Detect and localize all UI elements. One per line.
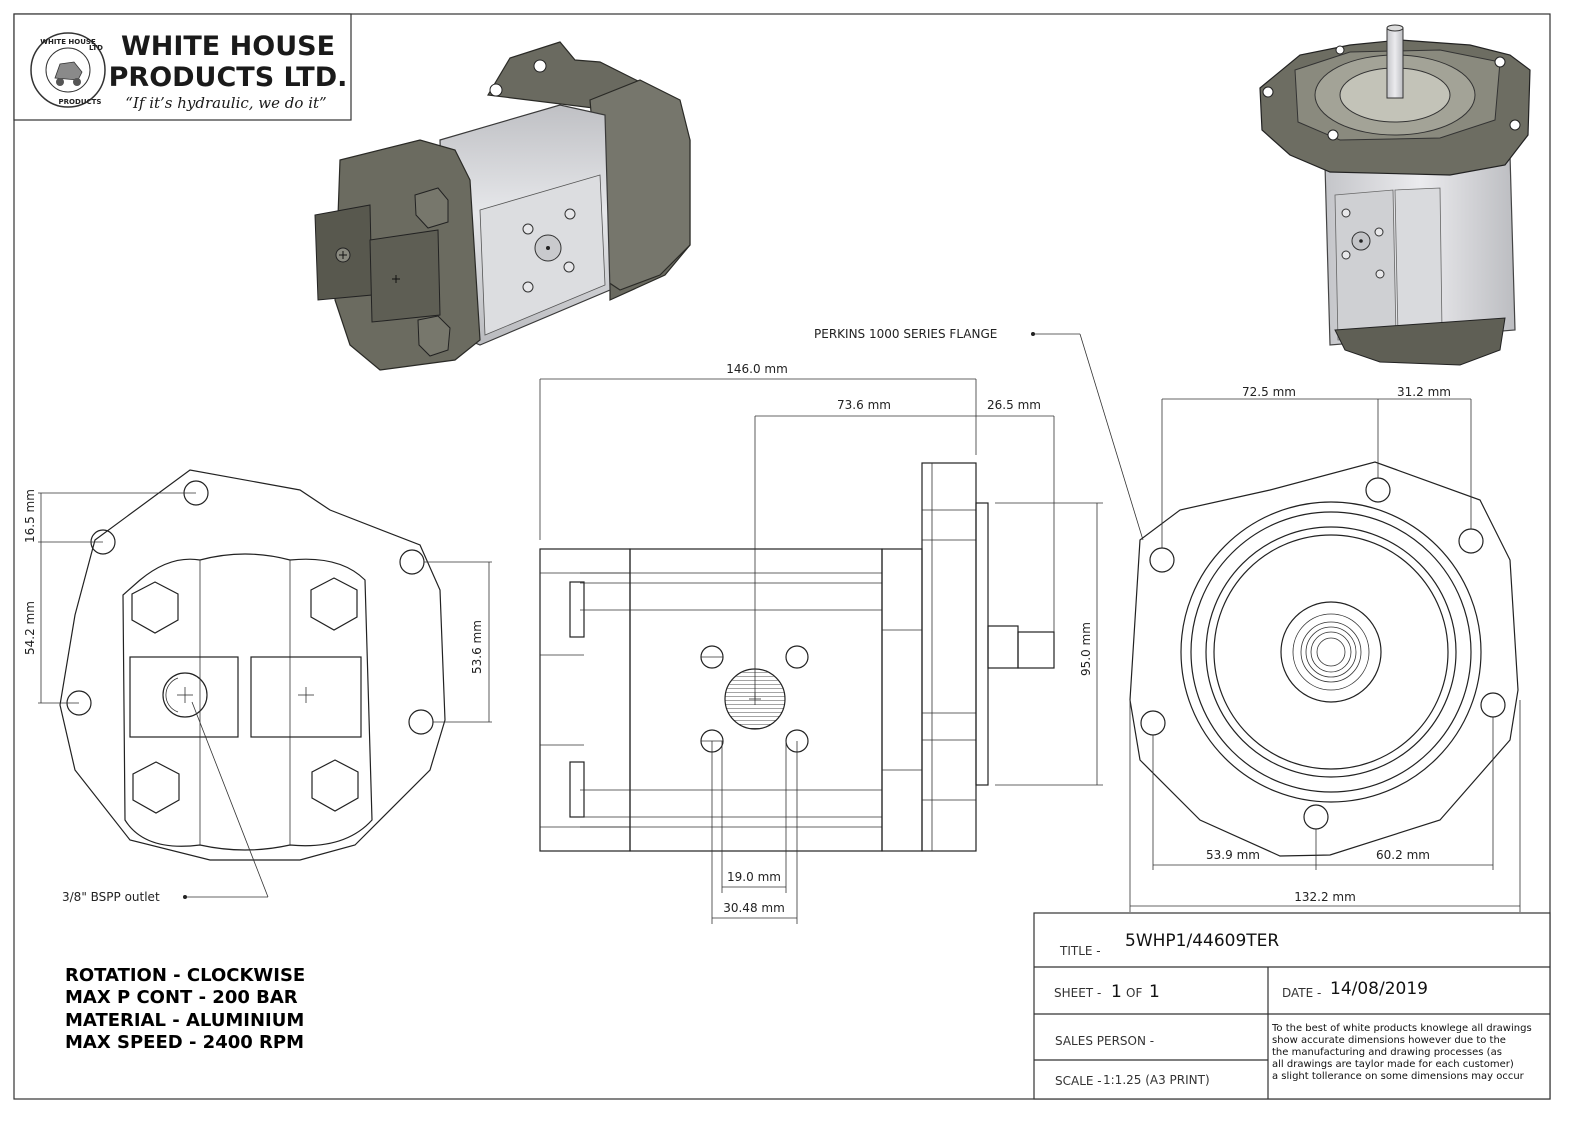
dim-side-95: 95.0 mm	[1079, 622, 1093, 676]
date-value: 14/08/2019	[1330, 979, 1428, 999]
dim-side-30-48: 30.48 mm	[723, 901, 785, 915]
spec-rotation: ROTATION - CLOCKWISE	[65, 965, 305, 986]
company-seal-icon: WHITE HOUSE LTD PRODUCTS	[30, 32, 106, 108]
company-name-line1: WHITE HOUSE	[121, 31, 335, 62]
disclaimer-line-3: the manufacturing and drawing processes …	[1272, 1047, 1502, 1058]
pump-3d-view-right	[1259, 24, 1531, 366]
dim-rear-31-2: 31.2 mm	[1397, 385, 1451, 399]
company-logo-block: WHITE HOUSE LTD PRODUCTS WHITE HOUSE PRO…	[13, 13, 352, 121]
spec-list: ROTATION - CLOCKWISE MAX P CONT - 200 BA…	[65, 965, 305, 1053]
spec-material: MATERIAL - ALUMINIUM	[65, 1010, 304, 1031]
dim-front-53-6: 53.6 mm	[470, 620, 484, 674]
title-block: TITLE - 5WHP1/44609TER SHEET - 1 OF 1 DA…	[1033, 912, 1551, 1100]
seal-text-right: LTD	[89, 44, 103, 52]
title-value: 5WHP1/44609TER	[1125, 931, 1279, 951]
title-label: TITLE -	[1059, 944, 1101, 958]
disclaimer-line-4: all drawings are taylor made for each cu…	[1272, 1059, 1514, 1070]
seal-text-bottom: PRODUCTS	[59, 98, 102, 106]
disclaimer-line-2: show accurate dimensions however due to …	[1272, 1035, 1506, 1046]
sheet-total: 1	[1149, 982, 1160, 1002]
spec-pressure: MAX P CONT - 200 BAR	[65, 987, 298, 1008]
dim-rear-132-2: 132.2 mm	[1294, 890, 1356, 904]
spec-speed: MAX SPEED - 2400 RPM	[65, 1032, 304, 1053]
dim-rear-72-5: 72.5 mm	[1242, 385, 1296, 399]
dim-rear-60-2: 60.2 mm	[1376, 848, 1430, 862]
sheet-number: 1	[1111, 982, 1122, 1002]
dim-side-19: 19.0 mm	[727, 870, 781, 884]
dim-side-26-5: 26.5 mm	[987, 398, 1041, 412]
pump-3d-view-left	[314, 41, 691, 371]
sheet-of: OF	[1126, 986, 1142, 1000]
side-view-drawing	[539, 378, 1103, 924]
dim-side-73-6: 73.6 mm	[837, 398, 891, 412]
date-label: DATE -	[1282, 986, 1321, 1000]
rear-view-drawing	[1031, 332, 1521, 912]
company-name-line2: PRODUCTS LTD.	[109, 62, 348, 93]
dim-rear-53-9: 53.9 mm	[1206, 848, 1260, 862]
callout-flange: PERKINS 1000 SERIES FLANGE	[814, 327, 997, 341]
front-view-drawing	[38, 469, 492, 899]
dim-front-54-2: 54.2 mm	[23, 601, 37, 655]
scale-value: 1:1.25 (A3 PRINT)	[1103, 1073, 1210, 1087]
dim-front-16-5: 16.5 mm	[23, 489, 37, 543]
disclaimer-line-1: To the best of white products knowlege a…	[1271, 1023, 1532, 1034]
scale-label: SCALE -	[1055, 1074, 1102, 1088]
company-slogan: “If it’s hydraulic, we do it”	[125, 94, 326, 112]
dim-side-146: 146.0 mm	[726, 362, 788, 376]
sales-person-label: SALES PERSON -	[1055, 1034, 1154, 1048]
sheet-label: SHEET -	[1054, 986, 1101, 1000]
callout-outlet: 3/8" BSPP outlet	[62, 890, 160, 904]
sheet-border	[13, 13, 1551, 1100]
disclaimer-line-5: a slight tollerance on some dimensions m…	[1272, 1071, 1525, 1082]
seal-text-top: WHITE HOUSE	[40, 38, 96, 46]
